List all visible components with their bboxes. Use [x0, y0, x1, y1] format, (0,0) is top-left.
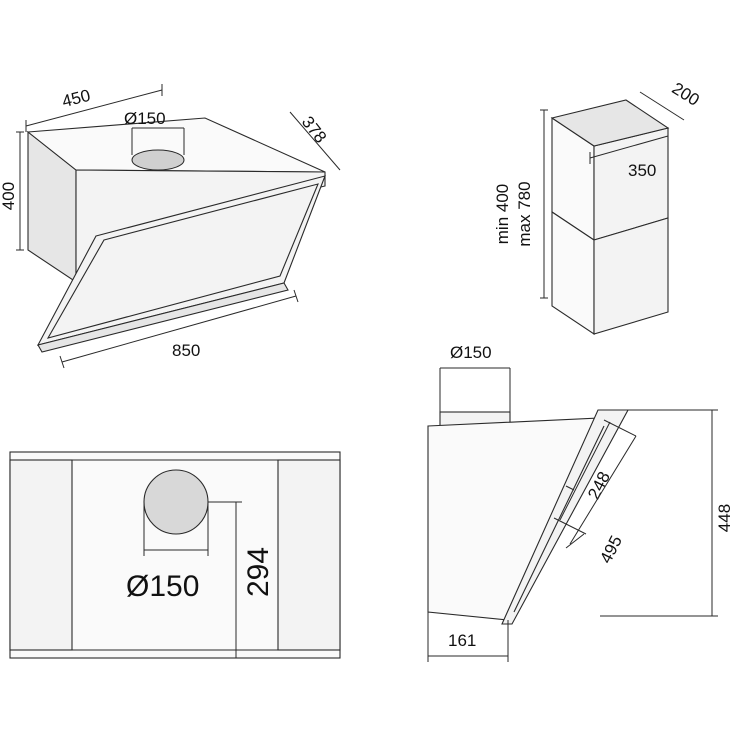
dim-line-378: [289, 111, 341, 171]
dim-label-150-side: Ø150: [450, 343, 492, 362]
chimney-upper-top: [550, 99, 670, 147]
dim-label-378: 378: [298, 113, 330, 147]
top-view-duct: [143, 469, 209, 535]
side-view: Ø150 248 495 448 161: [427, 343, 734, 662]
glass-panel-inner: [46, 183, 319, 339]
dim-label-161: 161: [448, 631, 476, 650]
dim-label-450: 450: [60, 86, 92, 111]
bottom-edge: [37, 282, 289, 353]
dim-label-150-plan: Ø150: [126, 570, 199, 603]
dim-line-248: [559, 421, 611, 521]
chimney-view: 200 350 min 400 max 780: [493, 79, 703, 336]
dim-label-294: 294: [242, 547, 275, 597]
dim-label-200: 200: [669, 79, 703, 110]
top-view: Ø150 294: [9, 451, 341, 659]
dim-label-850: 850: [172, 341, 200, 360]
duct-outlet: [131, 149, 185, 171]
top-view-right-panel: [277, 459, 341, 651]
dim-label-150-top: Ø150: [124, 109, 166, 128]
isometric-view: 450 Ø150 378 400 850: [0, 84, 341, 369]
dim-label-495: 495: [596, 533, 626, 567]
dim-label-448: 448: [715, 504, 734, 532]
dim-label-max-780: max 780: [515, 181, 534, 246]
dim-line-200: [639, 91, 685, 121]
top-view-left-panel: [9, 459, 73, 651]
dim-line-495: [569, 435, 637, 545]
dim-label-min-400: min 400: [493, 184, 512, 244]
dim-line-350: [589, 135, 669, 159]
dim-line-850: [61, 295, 297, 363]
dim-label-350: 350: [628, 161, 656, 180]
dim-line-450: [25, 89, 163, 127]
dim-label-400: 400: [0, 182, 18, 210]
side-view-body: [427, 417, 601, 621]
chimney-lower-side: [593, 217, 669, 335]
